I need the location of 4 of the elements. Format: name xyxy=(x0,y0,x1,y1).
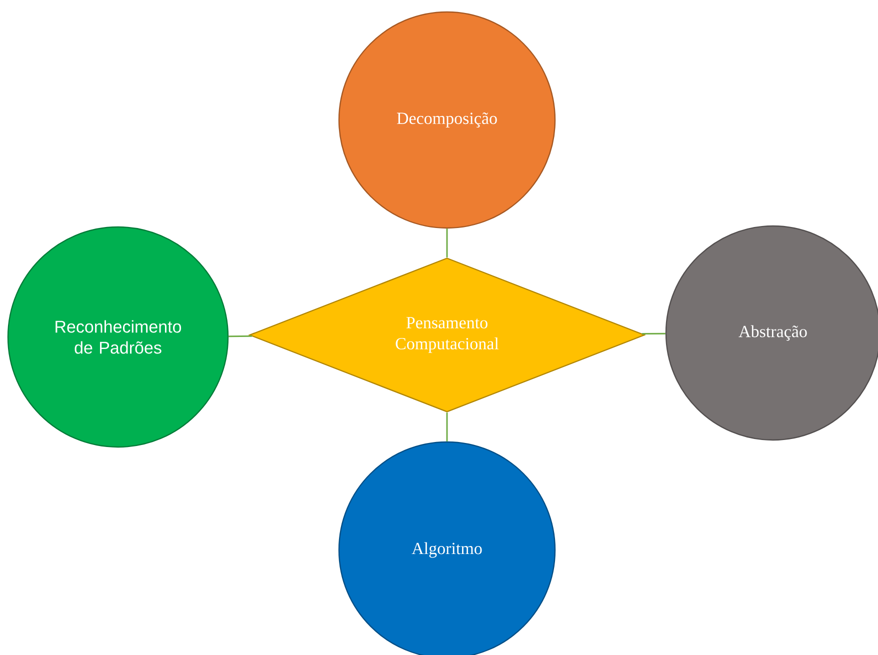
connector-line xyxy=(446,412,448,442)
connector-line xyxy=(642,332,666,335)
connector-line xyxy=(228,335,252,338)
connector-line xyxy=(446,228,448,258)
